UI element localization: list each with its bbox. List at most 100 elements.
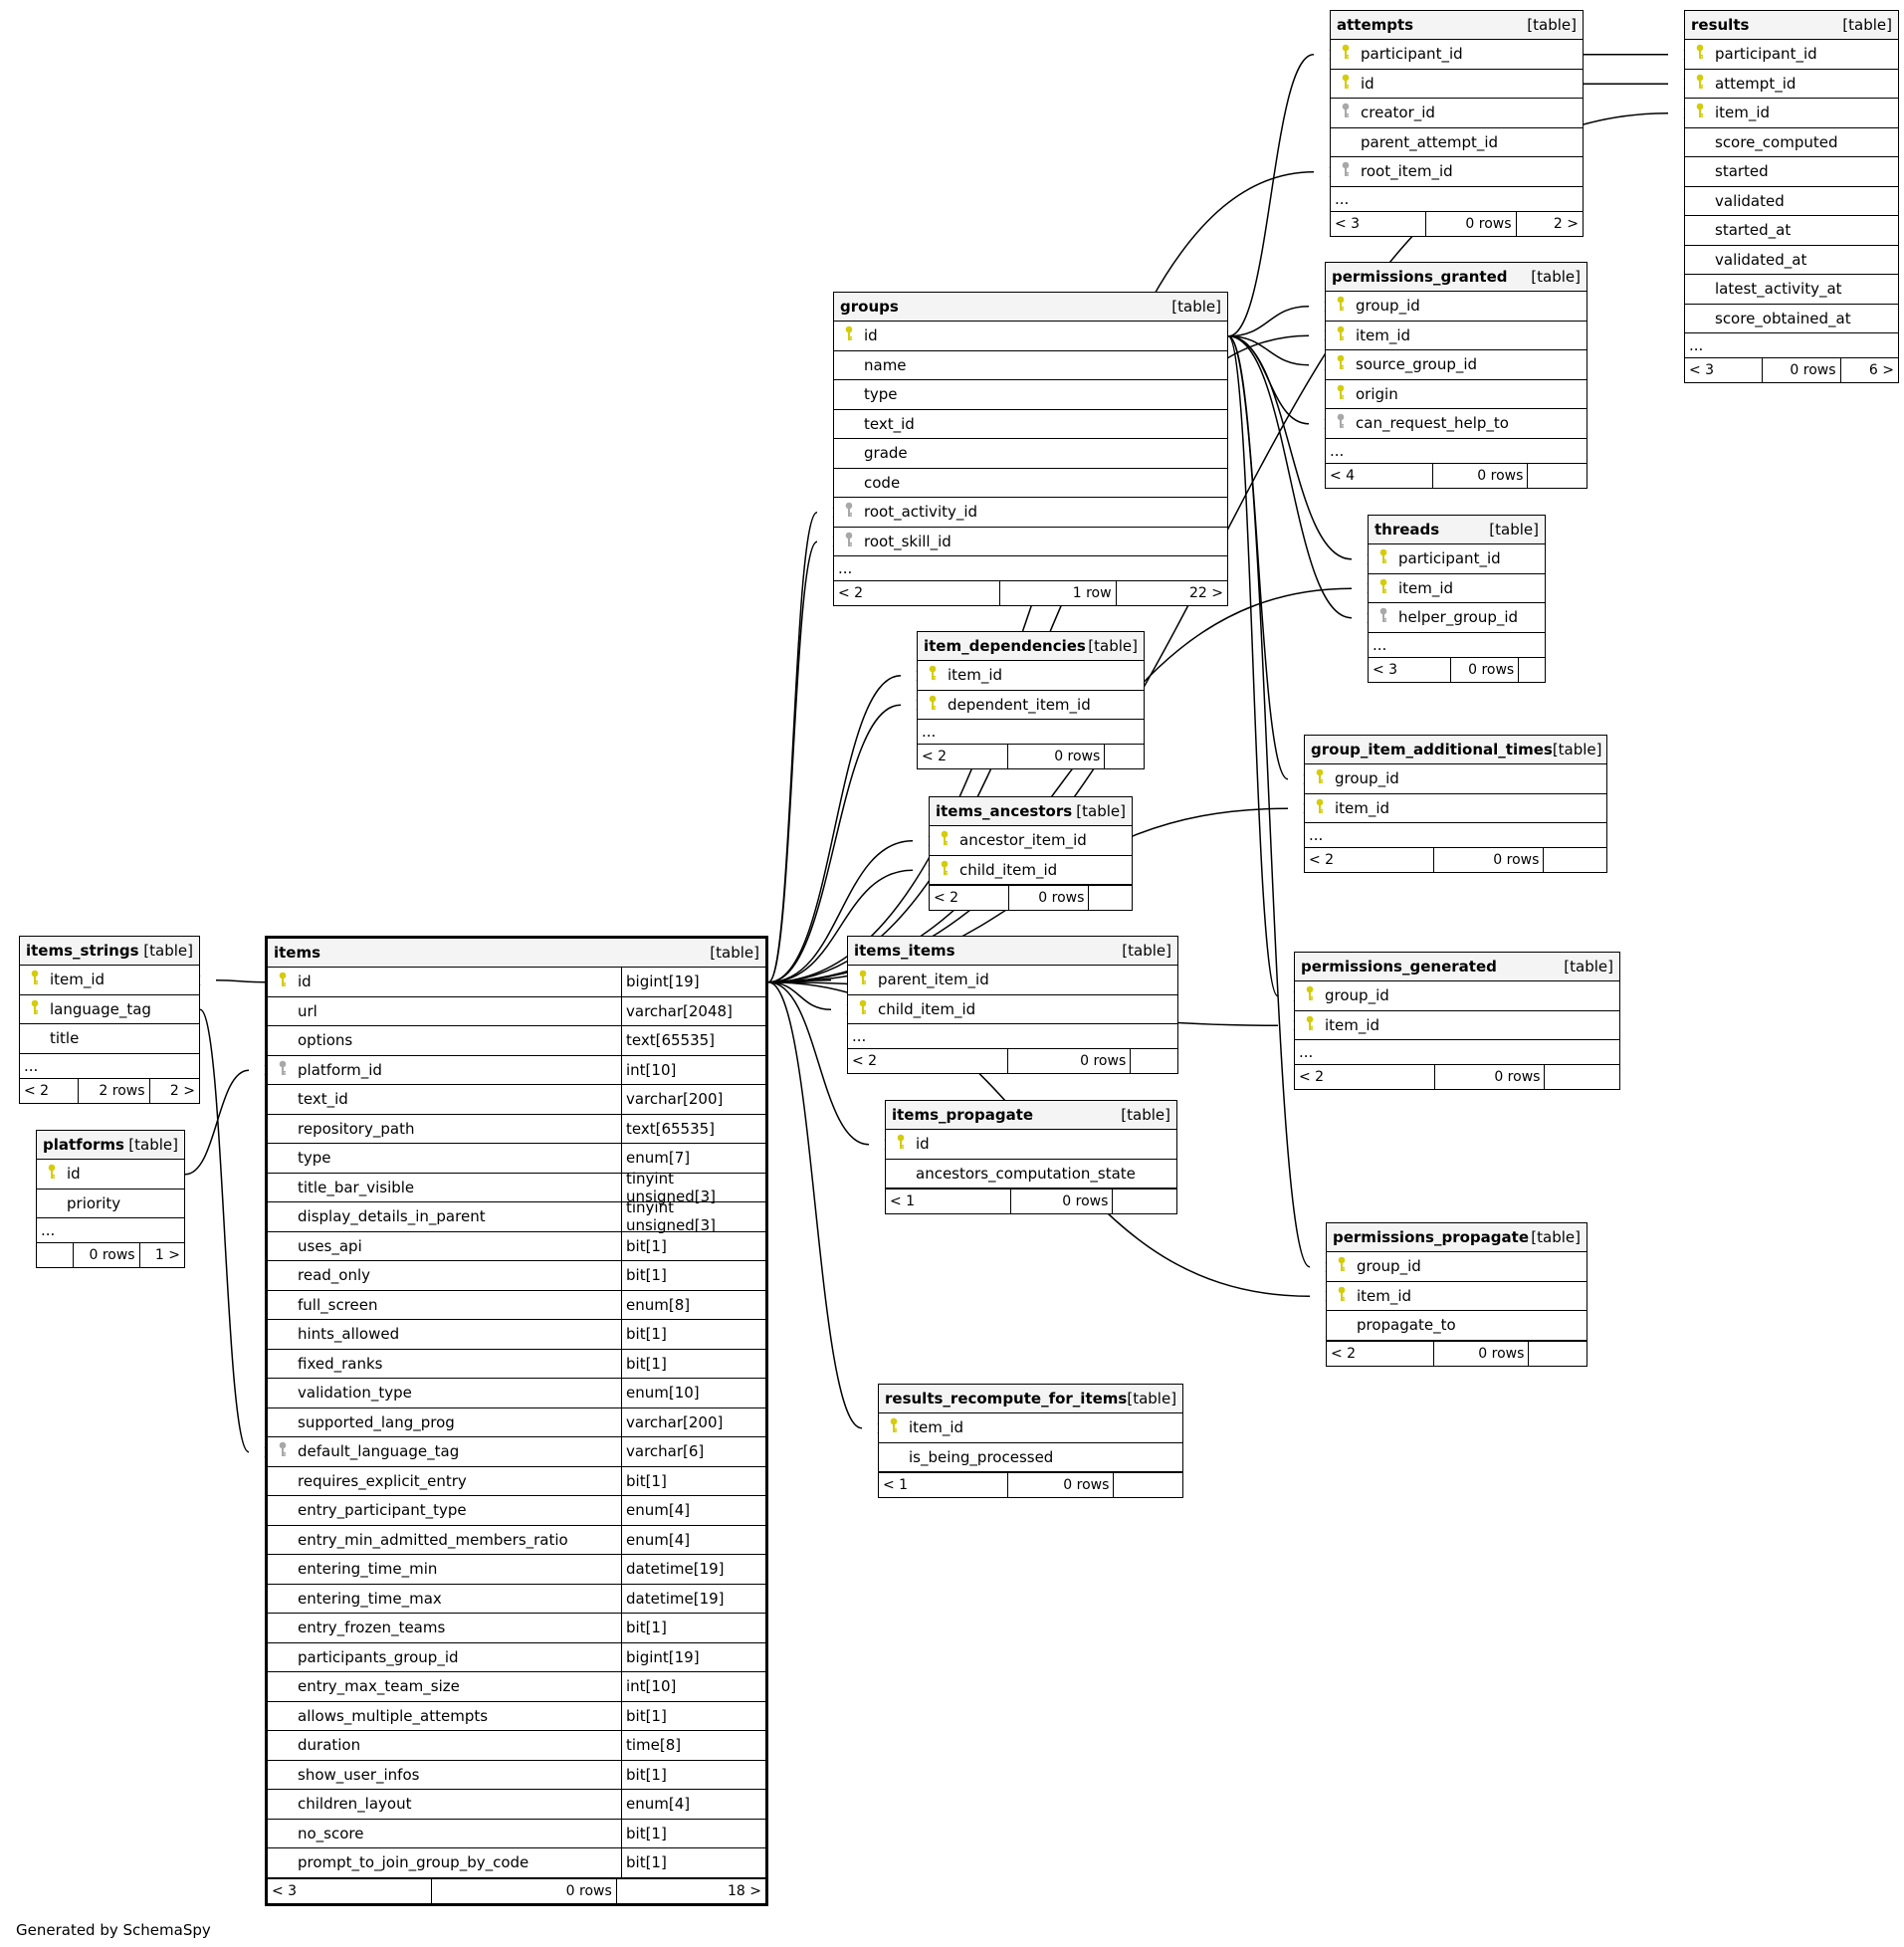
column-name: group_id bbox=[1335, 769, 1399, 788]
primary-key-icon bbox=[1305, 798, 1331, 818]
table-header: items[table] bbox=[268, 939, 765, 968]
column-type: text[65535] bbox=[621, 1026, 760, 1055]
column-name: child_item_id bbox=[878, 999, 976, 1018]
primary-key-icon bbox=[930, 860, 955, 880]
primary-key-icon bbox=[848, 999, 874, 1019]
column-type: int[10] bbox=[621, 1055, 760, 1084]
column-row: validated_at bbox=[1685, 246, 1898, 275]
column-name: item_id bbox=[1398, 578, 1454, 597]
column-type: bit[1] bbox=[621, 1231, 760, 1260]
row-count: 0 rows bbox=[1008, 1473, 1115, 1497]
table-tag: [table] bbox=[1489, 521, 1539, 539]
column-name: id bbox=[298, 973, 312, 991]
column-name: platform_id bbox=[298, 1060, 382, 1079]
table-name: permissions_granted bbox=[1332, 268, 1508, 286]
column-type: varchar[2048] bbox=[621, 996, 760, 1025]
column-row: ancestors_computation_state bbox=[886, 1160, 1176, 1189]
table-name: groups bbox=[840, 298, 899, 316]
primary-key-icon bbox=[1305, 768, 1331, 788]
column-name: requires_explicit_entry bbox=[298, 1471, 467, 1490]
column-type: tinyint unsigned[3] bbox=[621, 1198, 760, 1234]
more-columns: ... bbox=[834, 556, 1227, 581]
column-row: is_being_processed bbox=[879, 1443, 1182, 1472]
children-count bbox=[1105, 745, 1144, 768]
column-name: entry_min_admitted_members_ratio bbox=[298, 1530, 568, 1549]
table-tag: [table] bbox=[1171, 298, 1221, 316]
table-tag: [table] bbox=[1121, 1106, 1170, 1124]
table-name: permissions_propagate bbox=[1333, 1228, 1529, 1246]
column-name: started_at bbox=[1715, 221, 1792, 240]
column-name: score_obtained_at bbox=[1715, 309, 1851, 327]
table-tag: [table] bbox=[1076, 802, 1126, 820]
parents-count: < 1 bbox=[886, 1190, 1012, 1213]
column-type: varchar[200] bbox=[621, 1407, 760, 1436]
column-name: language_tag bbox=[50, 999, 151, 1018]
row-count: 1 row bbox=[1000, 581, 1117, 605]
column-name: entering_time_max bbox=[298, 1589, 442, 1608]
children-count: 2 > bbox=[169, 1082, 195, 1099]
table-tag: [table] bbox=[1531, 268, 1581, 286]
column-name: item_id bbox=[909, 1418, 964, 1437]
parents-count: < 2 bbox=[848, 1049, 1008, 1073]
table-header: items_propagate[table] bbox=[886, 1101, 1176, 1130]
column-row: item_id bbox=[879, 1413, 1182, 1443]
footer-credit: Generated by SchemaSpy bbox=[16, 1921, 211, 1939]
column-name: text_id bbox=[298, 1090, 348, 1109]
column-name: validation_type bbox=[298, 1384, 412, 1403]
column-row: id bbox=[1331, 70, 1583, 99]
column-row: propagate_to bbox=[1327, 1311, 1587, 1341]
table-header: results[table] bbox=[1685, 11, 1898, 40]
column-row: text_id bbox=[834, 410, 1227, 439]
column-name: code bbox=[864, 473, 901, 492]
column-name: source_group_id bbox=[1356, 355, 1478, 374]
table-tag: [table] bbox=[1564, 958, 1613, 975]
parents-count: < 3 bbox=[268, 1878, 433, 1903]
table-header: groups [table] bbox=[834, 293, 1227, 322]
primary-key-icon bbox=[20, 970, 46, 989]
table-header: items_strings[table] bbox=[20, 937, 199, 966]
foreign-key-icon bbox=[268, 1441, 294, 1461]
column-type: bigint[19] bbox=[621, 1642, 760, 1671]
primary-key-icon bbox=[1326, 325, 1352, 345]
table-tag: [table] bbox=[1842, 16, 1892, 34]
column-name: score_computed bbox=[1715, 132, 1838, 151]
primary-key-icon bbox=[930, 830, 955, 850]
parents-count: < 2 bbox=[1327, 1341, 1435, 1366]
foreign-key-icon bbox=[1331, 103, 1357, 122]
column-row: item_id bbox=[1327, 1282, 1587, 1311]
column-row: item_id bbox=[20, 966, 199, 995]
column-row: started_at bbox=[1685, 216, 1898, 246]
column-name: item_id bbox=[50, 971, 106, 989]
table-name: attempts bbox=[1337, 16, 1414, 34]
column-name: entry_frozen_teams bbox=[298, 1619, 446, 1637]
column-name: group_id bbox=[1325, 986, 1389, 1005]
table-tag: [table] bbox=[1531, 1228, 1581, 1246]
primary-key-icon bbox=[37, 1164, 63, 1184]
relationship-line bbox=[1227, 335, 1289, 780]
relationship-line bbox=[199, 1008, 250, 1453]
column-name: title_bar_visible bbox=[298, 1178, 415, 1196]
column-name: title bbox=[50, 1029, 80, 1048]
column-name: display_details_in_parent bbox=[298, 1207, 486, 1226]
column-type: enum[4] bbox=[621, 1790, 760, 1819]
column-name: validated bbox=[1715, 191, 1785, 210]
column-name: is_being_processed bbox=[909, 1447, 1054, 1466]
column-row: id bbox=[886, 1130, 1176, 1160]
primary-key-icon bbox=[848, 970, 874, 989]
row-count: 0 rows bbox=[432, 1878, 617, 1903]
